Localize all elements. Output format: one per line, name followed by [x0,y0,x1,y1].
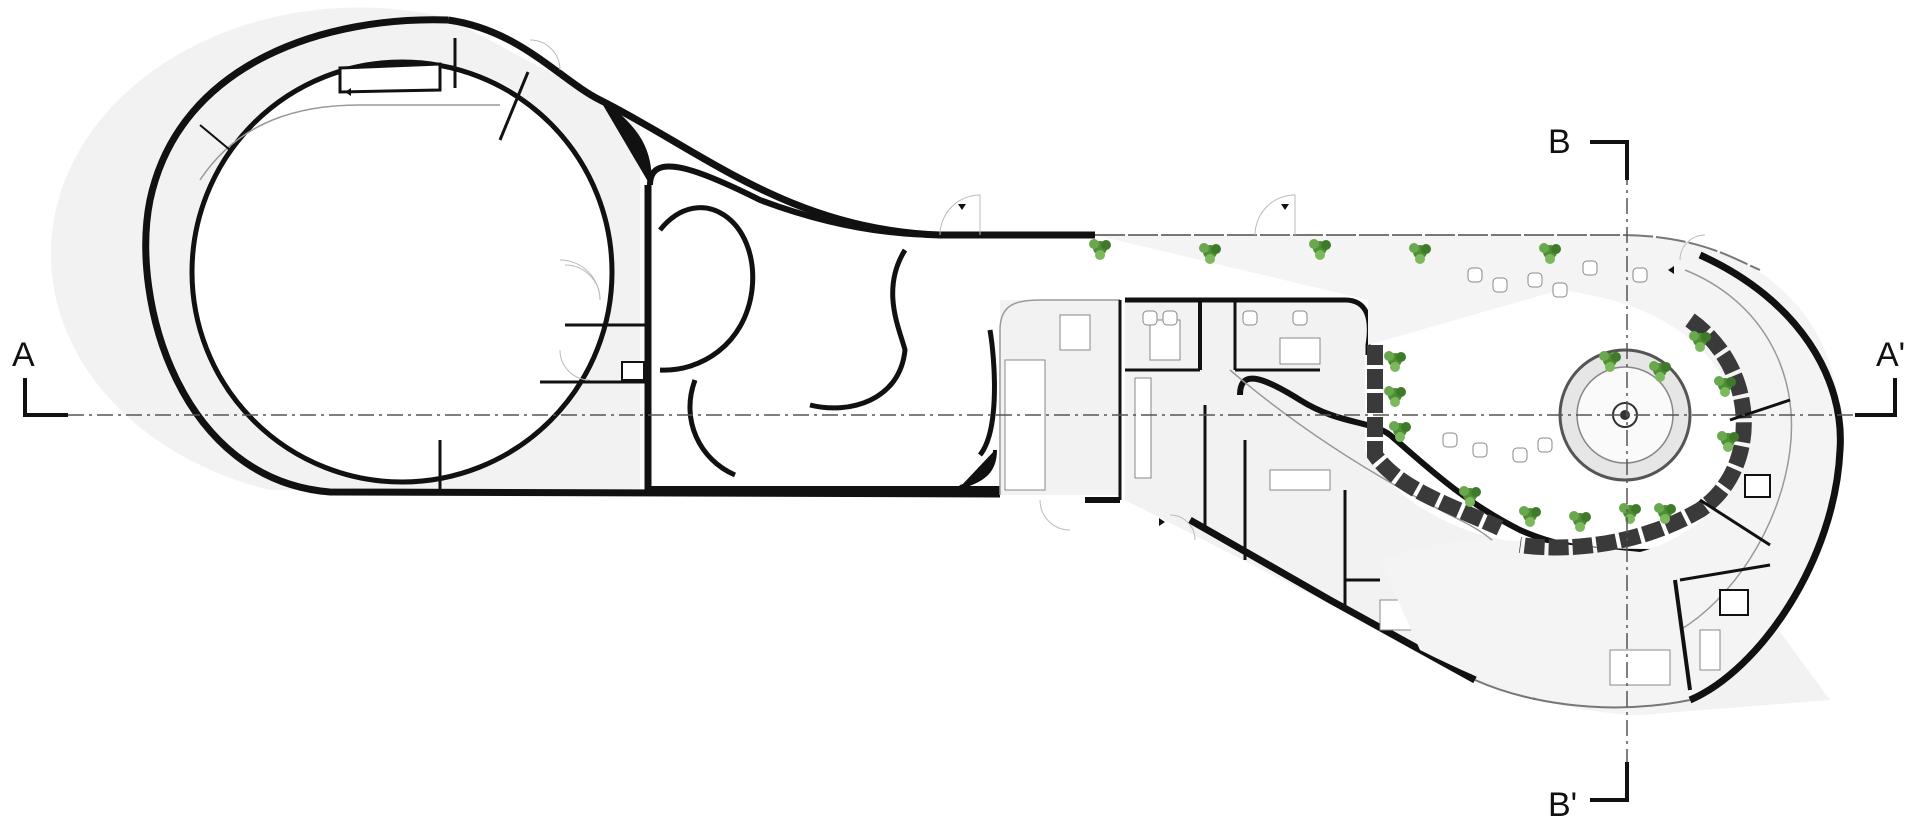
gallery-curve-3 [687,379,737,478]
gallery-curve-1 [658,205,756,373]
central-rotunda [189,59,615,485]
foyer-wall [999,299,1120,495]
facade-glazing [1095,234,1761,271]
courtyard-floor [1095,235,1839,715]
door-swings [529,39,1706,541]
right-outer-wall [1688,251,1844,704]
right-bottom-glazing [1474,679,1691,709]
middle-gallery [598,98,1000,494]
section-label-b-prime: B' [1548,786,1578,824]
section-label-b: B [1548,123,1571,161]
left-circular-wing [50,7,1095,498]
section-line-b [1590,140,1629,802]
entrance-foyer [999,299,1122,531]
section-label-a-prime: A' [1876,336,1906,374]
ramp-ring [199,104,500,181]
entry-arrows [345,88,1674,526]
planter-ring-left [1367,345,1504,536]
stair-block [338,62,442,94]
left-wing-outer-wall [142,16,1001,498]
section-line-a [23,378,1897,417]
upper-connector-wall [447,16,1095,239]
right-courtyard-wing [1095,234,1844,715]
planter-ring [1518,313,1752,556]
gallery-inner-wall [647,163,941,238]
gallery-curve-2 [809,248,908,411]
service-wing-lower-wall [1188,516,1477,684]
section-label-a: A [12,336,35,374]
